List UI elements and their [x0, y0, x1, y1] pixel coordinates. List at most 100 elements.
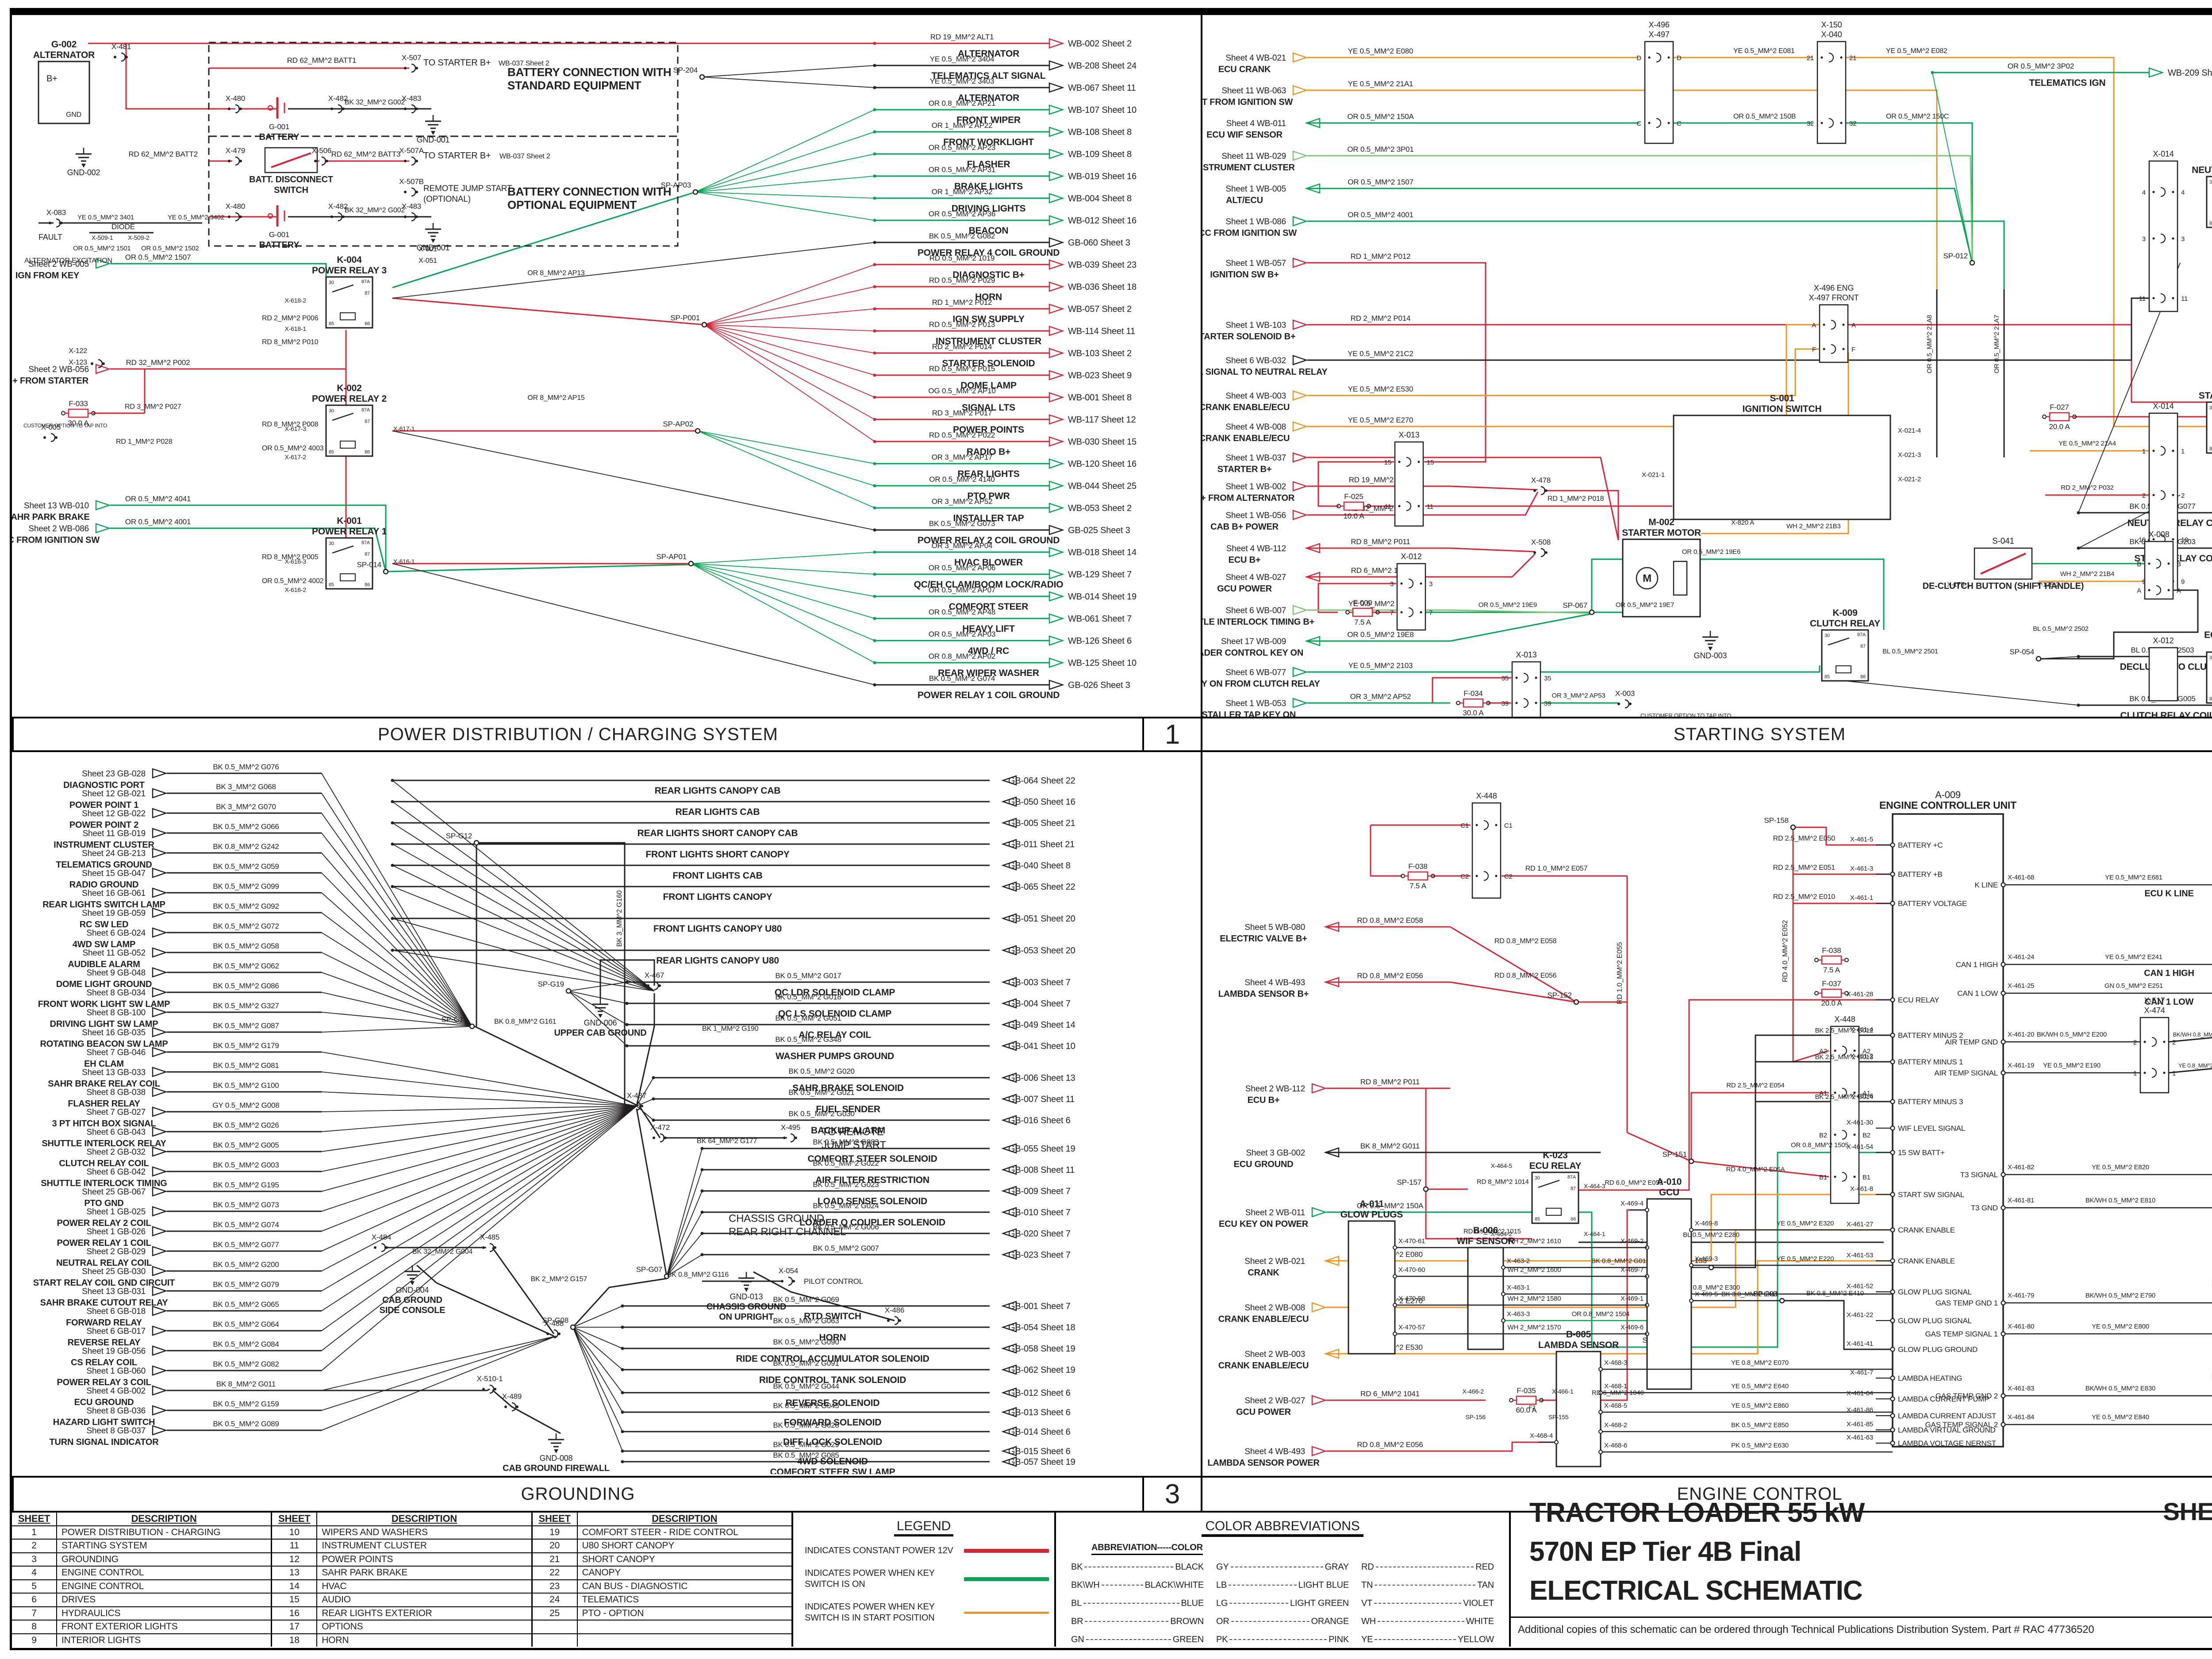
text-label: 30 — [2209, 180, 2212, 185]
wire-label: BK 0.5_MM^2 G064 — [213, 1320, 279, 1329]
flow-name: POWER RELAY 1 COIL — [57, 1238, 151, 1248]
wire-label: RD 1_MM^2 P012 — [932, 298, 992, 307]
wire-label: OR 0.5_MM^2 AP06 — [929, 564, 995, 572]
flow-name: RIDE CONTROL TANK SOLENOID — [759, 1375, 906, 1385]
wire-label: BK/WH 0.5_MM^2 E200 — [2037, 1031, 2107, 1038]
sheet-description: HYDRAULICS — [61, 1608, 121, 1618]
component-name: K-001 — [337, 516, 362, 526]
fuse-id: F-009 — [1353, 599, 1372, 607]
flow-arrow-icon — [95, 500, 111, 511]
text-label: 30 — [1824, 633, 1830, 638]
ground-id: GND-001 — [417, 243, 450, 252]
flow-arrow-icon — [1001, 1426, 1017, 1437]
pin-number: 4 — [2181, 189, 2185, 196]
flow-name: CAN 1 LOW — [2145, 997, 2194, 1007]
free-label: RD 0.5_MM^2 1015 — [1463, 1228, 1521, 1235]
pin-function: BATTERY +B — [1898, 870, 1943, 879]
free-label: WH 2_MM^2 21B3 — [1786, 522, 1841, 530]
wire-label: BK 0.5_MM^2 G082 — [213, 1360, 279, 1368]
wire — [125, 43, 235, 110]
wire — [332, 412, 354, 421]
free-label: BK 2.5_MM^2 G012 — [1815, 1027, 1873, 1034]
free-label: YE 0.5_MM^2 3402 — [168, 214, 224, 221]
connector-id: X-012 — [1401, 552, 1421, 561]
wire — [392, 297, 705, 326]
wire — [704, 264, 875, 325]
pin-number: B — [2177, 561, 2181, 568]
sheet-description: AUDIO — [322, 1594, 351, 1605]
wire — [321, 932, 472, 1027]
pin-function: LAMBDA CURRENT ADJUST — [1898, 1412, 1996, 1420]
flow-arrow-icon — [152, 1286, 168, 1296]
flow-arrow-icon — [1001, 945, 1017, 956]
flow-arrow-icon — [1048, 414, 1064, 425]
wire — [332, 284, 354, 293]
pin-number: 7 — [1429, 609, 1432, 617]
component-X-478: X-478 — [1531, 476, 1551, 495]
free-label: BL 0.5_MM^2 2502 — [2033, 625, 2089, 633]
wire — [702, 77, 875, 88]
free-label: FAULT — [38, 233, 62, 242]
flow-name: DIAGNOSTIC B+ — [952, 270, 1025, 280]
flow-name: WASHER PUMPS GROUND — [776, 1051, 894, 1061]
sheet-number: 10 — [272, 1526, 318, 1539]
pin-id: X-461-24 — [2008, 953, 2034, 961]
flow-arrow-icon — [1292, 452, 1308, 463]
connector-id: X-003 — [1615, 689, 1635, 698]
flow-sheet-ref: GB-009 Sheet 7 — [1008, 1187, 1071, 1196]
flow-name: LOAD SENSE SOLENOID — [818, 1196, 927, 1206]
legend-line-sample — [964, 1549, 1049, 1553]
text-label: 85 — [329, 321, 334, 326]
flow-sheet-ref: WB-039 Sheet 23 — [1068, 260, 1137, 270]
pin-id: X-461-79 — [2008, 1292, 2034, 1299]
splice-icon — [1589, 609, 1595, 615]
color-name: BLACK\WHITE — [1144, 1580, 1204, 1590]
flow-sheet-ref: Sheet 1 GB-026 — [87, 1227, 146, 1237]
component-SP-AP02: SP-AP02 — [663, 420, 701, 434]
pin-function: CAN 1 LOW — [1957, 989, 1998, 998]
pin-function: GAS TEMP SIGNAL 1 — [1925, 1330, 1998, 1338]
flow-arrow-icon — [152, 808, 168, 818]
flow-name: FRONT LIGHTS CAB — [672, 871, 762, 881]
flow-sheet-ref: Sheet 8 GB-100 — [87, 1008, 146, 1018]
wire-label: RD 0.5_MM^2 1019 — [929, 254, 995, 262]
text-label: 87A — [361, 279, 370, 284]
connector-id: X-487 — [627, 1091, 646, 1100]
flow-sheet-ref: WB-120 Sheet 16 — [1068, 459, 1137, 469]
free-label: RD 2_MM^2 P006 — [262, 315, 319, 322]
component-SP-014: SP-014 — [357, 561, 389, 575]
ground-name: UPPER CAB GROUND — [554, 1028, 646, 1038]
wire-label: BK 0.5_MM^2 G022 — [813, 1159, 879, 1167]
wire — [202, 330, 347, 370]
flow-name: GCU POWER — [1236, 1407, 1291, 1417]
connector-id: X-506 — [312, 146, 331, 155]
flow-sheet-ref: WB-002 Sheet 2 — [1068, 39, 1132, 49]
splice-icon — [1573, 999, 1579, 1005]
wire-label: OR 0.5_MM^2 3P02 — [2008, 62, 2074, 70]
description-col-header: DESCRIPTION — [652, 1513, 718, 1525]
flow-sheet-ref: Sheet 1 WB-037 — [1225, 453, 1286, 463]
flow-sheet-ref: WB-061 Sheet 7 — [1068, 614, 1132, 624]
component-name: POWER RELAY 3 — [312, 265, 387, 276]
connector-icon — [629, 1101, 643, 1111]
flow-arrow-icon — [152, 1007, 168, 1018]
ground-name: CAB GROUND — [382, 1295, 442, 1305]
color-abbr: BR — [1071, 1617, 1083, 1626]
free-label: RD 8_MM^2 P005 — [262, 553, 319, 561]
color-abbr: GN — [1071, 1635, 1084, 1644]
flow-sheet-ref: Sheet 4 WB-008 — [1225, 422, 1286, 432]
wire-label: OR 0.5_MM^2 1507 — [125, 253, 191, 261]
flow-sheet-ref: GB-011 Sheet 21 — [1008, 840, 1075, 849]
wire-label: YE 0.5_MM^2 E241 — [2105, 953, 2162, 961]
flow-arrow-icon — [1048, 392, 1064, 403]
